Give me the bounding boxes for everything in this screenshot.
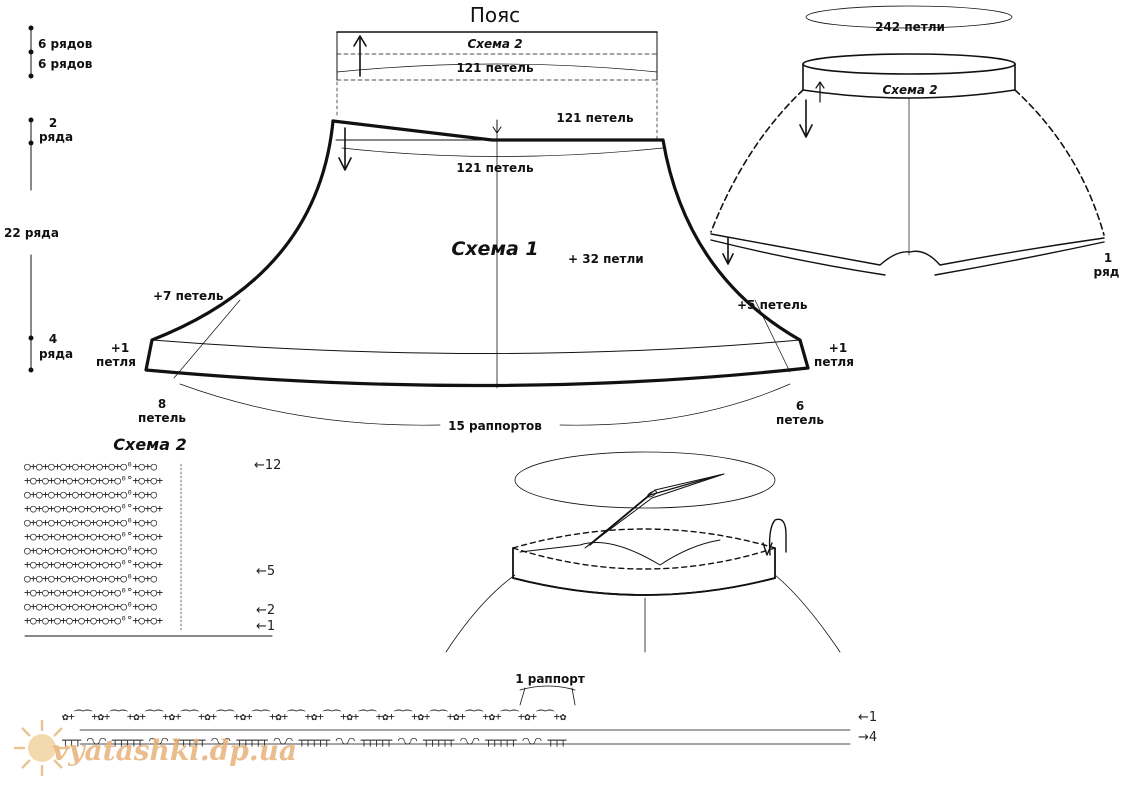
skirt-left-8-word: петель: [138, 411, 186, 425]
belt-scheme-label: Схема 2: [467, 37, 523, 51]
scale-2-rows-word: ряда: [38, 130, 74, 144]
skirt-plus-1-left-word: петля: [96, 355, 136, 369]
scheme2-row: ○+○+○+○+○+○+○+○+○⁰+○+○: [24, 600, 157, 613]
skirt-mid-stitches: 121 петель: [456, 161, 534, 175]
scheme2-row: ○+○+○+○+○+○+○+○+○⁰+○+○: [24, 460, 157, 473]
scheme2-row: +○+○+○+○+○+○+○+○⁰°+○+○+: [24, 586, 163, 599]
scale-2-rows-num: 2: [48, 116, 58, 130]
sewing-needle-icon: [584, 473, 725, 549]
skirt-plus-5: +5 петель: [737, 298, 808, 312]
scheme2-row-label-2: ←2: [256, 603, 276, 618]
scheme2-chart-title: Схема 2: [113, 435, 187, 454]
shorts-top-stitches: 242 петли: [875, 20, 945, 34]
scheme2-row-label-1: ←1: [256, 619, 276, 634]
site-watermark: vyatashki.dp.ua: [52, 734, 298, 767]
belt-stitch-count: 121 петель: [456, 61, 534, 75]
skirt-plus-1-left-num: +1: [110, 341, 130, 355]
skirt-plus-32: + 32 петли: [568, 252, 644, 266]
skirt-scheme-label: Схема 1: [451, 238, 539, 260]
skirt-right-6-num: 6: [795, 399, 805, 413]
skirt-repeats: 15 раппортов: [448, 419, 542, 433]
scheme2-row: +○+○+○+○+○+○+○+○⁰°+○+○+: [24, 474, 163, 487]
scale-6-rows-a: 6 рядов: [38, 37, 93, 51]
shorts-view: [710, 5, 1105, 276]
scheme2-row: +○+○+○+○+○+○+○+○⁰°+○+○+: [24, 530, 163, 543]
edging-row-bottom: ┬┬┬ ◠◡◠ ┬┬┬┬┬ ◠◡◠ ┬┬┬┬┬ ◠◡◠ ┬┬┬┬┬ ◠◡◠ ┬┬…: [62, 734, 567, 747]
scheme2-row: +○+○+○+○+○+○+○+○⁰°+○+○+: [24, 502, 163, 515]
edging-row-label-4: →4: [858, 730, 878, 745]
scale-4-rows-num: 4: [48, 332, 58, 346]
skirt-plus-1-right-num: +1: [828, 341, 848, 355]
scheme2-row-label-12: ←12: [254, 458, 282, 473]
skirt-plus-7: +7 петель: [153, 289, 224, 303]
edging-row-top: ✿+⁀⁀+✿+⁀⁀+✿+⁀⁀+✿+⁀⁀+✿+⁀⁀+✿+⁀⁀+✿+⁀⁀+✿+⁀⁀+…: [62, 710, 566, 723]
scheme2-row: +○+○+○+○+○+○+○+○⁰°+○+○+: [24, 558, 163, 571]
belt-piece: [336, 31, 658, 141]
edging-row-label-1: ←1: [858, 710, 878, 725]
edging-chart-drawing: [79, 685, 851, 745]
shorts-row-1-word: ряд: [1093, 265, 1120, 279]
shorts-row-1-num: 1: [1103, 251, 1113, 265]
scheme2-row: ○+○+○+○+○+○+○+○+○⁰+○+○: [24, 572, 157, 585]
scheme2-row-label-5: ←5: [256, 564, 276, 579]
skirt-left-8-num: 8: [157, 397, 167, 411]
scheme2-row: +○+○+○+○+○+○+○+○⁰°+○+○+: [24, 614, 163, 627]
sun-logo-icon: [14, 720, 70, 776]
skirt-top-stitches: 121 петель: [556, 111, 634, 125]
scheme2-row: ○+○+○+○+○+○+○+○+○⁰+○+○: [24, 516, 157, 529]
scale-4-rows-word: ряда: [38, 347, 74, 361]
scheme2-row: ○+○+○+○+○+○+○+○+○⁰+○+○: [24, 544, 157, 557]
skirt-right-6-word: петель: [776, 413, 824, 427]
shorts-scheme-label: Схема 2: [882, 83, 938, 97]
scale-22-rows: 22 ряда: [4, 226, 59, 240]
skirt-piece: [144, 119, 810, 426]
scheme2-row: ○+○+○+○+○+○+○+○+○⁰+○+○: [24, 488, 157, 501]
belt-title: Пояс: [469, 3, 521, 27]
skirt-plus-1-right-word: петля: [814, 355, 854, 369]
edging-repeat-label: 1 раппорт: [515, 672, 585, 686]
scale-6-rows-b: 6 рядов: [38, 57, 93, 71]
left-row-scale: [28, 25, 34, 373]
waistband-sewing-view: [445, 451, 841, 653]
